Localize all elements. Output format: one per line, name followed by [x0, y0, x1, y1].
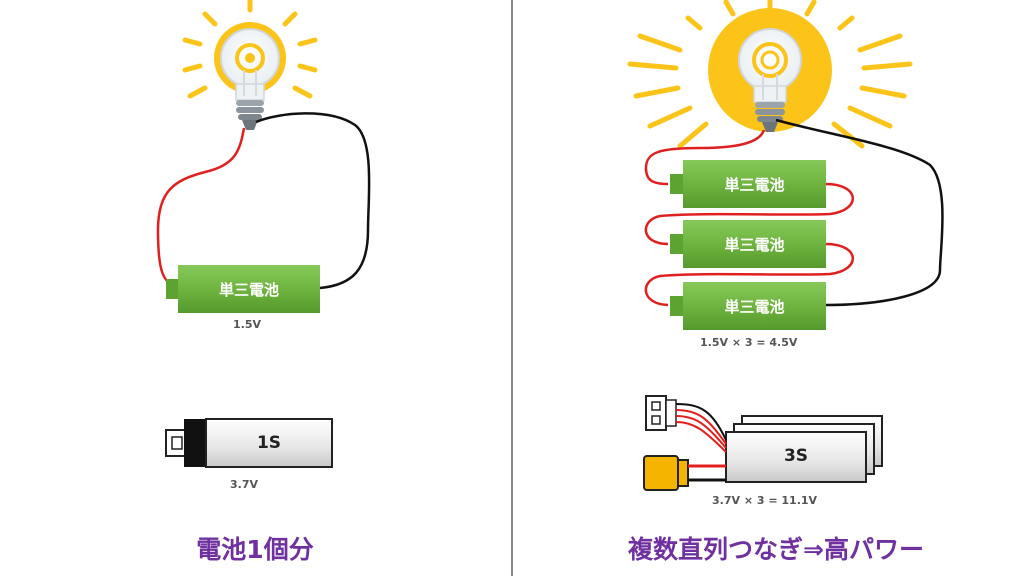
right-aa-battery-2 [670, 220, 826, 268]
left-pack-label: 1S [256, 433, 282, 453]
right-3s-pack [643, 395, 883, 491]
right-bulb-icon [708, 8, 832, 132]
right-battery-voltage: 1.5V × 3 = 4.5V [700, 336, 798, 349]
left-red-wire [156, 127, 246, 290]
right-battery-label-3: 単三電池 [724, 298, 785, 316]
left-1s-pack [165, 418, 333, 468]
left-caption: 電池1個分 [196, 535, 314, 564]
right-caption: 複数直列つなぎ⇒高パワー [628, 535, 924, 564]
left-black-wire [255, 112, 371, 290]
left-aa-battery [166, 265, 320, 313]
right-aa-battery-1 [670, 160, 826, 208]
right-red-wire-link2 [644, 242, 854, 307]
right-black-wire [775, 118, 944, 307]
left-battery-voltage: 1.5V [233, 318, 261, 331]
right-battery-label-2: 単三電池 [724, 236, 785, 254]
left-battery-label: 単三電池 [218, 281, 279, 299]
right-pack-label: 3S [783, 446, 809, 466]
right-light-rays [627, 0, 913, 149]
left-light-rays [182, 0, 318, 99]
right-aa-battery-3 [670, 282, 826, 330]
left-pack-voltage: 3.7V [230, 478, 258, 491]
right-pack-voltage: 3.7V × 3 = 11.1V [712, 494, 818, 507]
right-red-wire-top [644, 129, 766, 186]
right-red-wire-link1 [644, 182, 854, 246]
left-bulb-icon [214, 22, 286, 130]
right-battery-label-1: 単三電池 [724, 176, 785, 194]
